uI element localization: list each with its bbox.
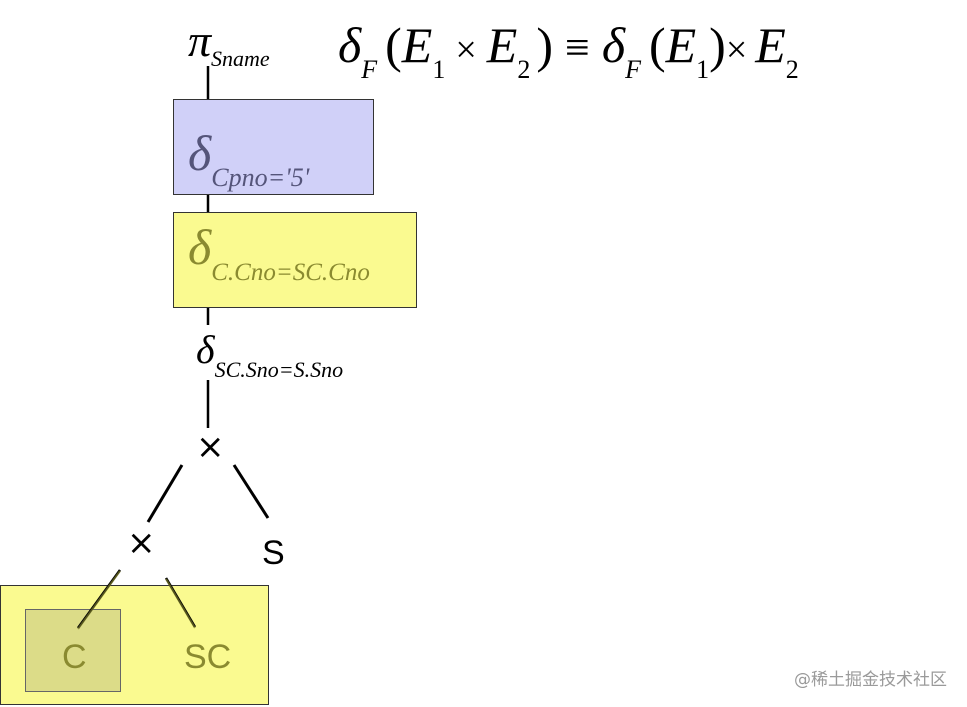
selection-cpno-subscript: Cpno='5' bbox=[211, 163, 310, 192]
selection-cpno-node: δCpno='5' bbox=[188, 125, 309, 191]
formula-e2: E bbox=[486, 17, 518, 73]
formula-e1: E bbox=[401, 17, 433, 73]
relation-s: S bbox=[262, 534, 285, 572]
formula-rparen-1: ) bbox=[536, 17, 553, 73]
selection-ccno-node: δC.Cno=SC.Cno bbox=[188, 219, 370, 285]
formula-lparen-2: ( bbox=[648, 17, 666, 73]
selection-scsno-node: δSC.Sno=S.Sno bbox=[196, 327, 343, 381]
formula-rparen-2: ) bbox=[709, 17, 726, 73]
formula-delta-left: δ bbox=[338, 17, 362, 73]
formula-lparen-1: ( bbox=[385, 17, 402, 73]
formula-e1-index: 1 bbox=[432, 55, 446, 84]
formula-e1-right-index: 1 bbox=[696, 55, 710, 84]
edge-product-to-s bbox=[232, 464, 270, 519]
formula-times-left: × bbox=[455, 29, 477, 71]
formula-equiv: ≡ bbox=[564, 23, 590, 72]
selection-ccno-subscript: C.Cno=SC.Cno bbox=[211, 259, 370, 286]
product-top: × bbox=[196, 427, 225, 467]
formula-delta-right: δ bbox=[601, 17, 626, 73]
formula-e2-right-index: 2 bbox=[785, 55, 799, 84]
relation-sc: SC bbox=[184, 638, 232, 676]
delta-symbol: δ bbox=[188, 219, 212, 275]
delta-symbol: δ bbox=[188, 125, 212, 181]
equivalence-formula: δF(E1×E2)≡δF(E1)×E2 bbox=[338, 17, 799, 83]
selection-ccno-box bbox=[173, 212, 417, 308]
edge-product-to-left bbox=[146, 464, 184, 523]
edge-c-shadow bbox=[77, 570, 121, 630]
formula-f-right: F bbox=[625, 55, 641, 84]
formula-e2-right: E bbox=[755, 17, 786, 73]
watermark: @稀土掘金技术社区 bbox=[794, 670, 947, 690]
formula-times-right: × bbox=[725, 29, 748, 71]
relation-c: C bbox=[62, 638, 87, 676]
projection-subscript: Sname bbox=[211, 46, 270, 71]
projection-node: πSname bbox=[188, 15, 270, 70]
selection-scsno-subscript: SC.Sno=S.Sno bbox=[214, 357, 344, 382]
pi-symbol: π bbox=[188, 15, 212, 66]
formula-e2-index: 2 bbox=[517, 55, 531, 84]
edge-sc-shadow bbox=[165, 578, 196, 629]
formula-f-left: F bbox=[361, 55, 378, 84]
delta-symbol: δ bbox=[196, 327, 215, 372]
product-bottom: × bbox=[127, 523, 156, 563]
relation-c-box bbox=[25, 609, 121, 692]
formula-e1-right: E bbox=[665, 17, 697, 73]
selection-cpno-box bbox=[173, 99, 374, 195]
